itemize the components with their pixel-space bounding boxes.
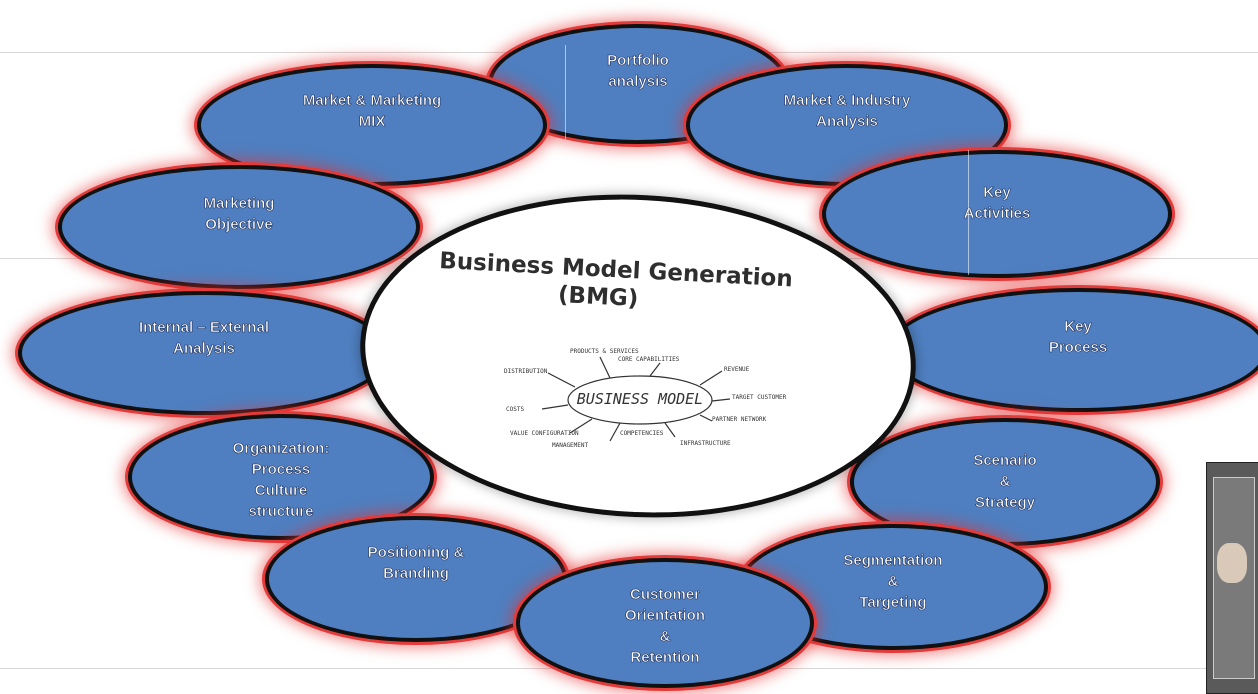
sketch-word: TARGET CUSTOMER <box>732 394 787 401</box>
node-key-activities[interactable]: Key Activities <box>822 150 1172 278</box>
sketch-word: COSTS <box>506 406 524 413</box>
sketch-word: INFRASTRUCTURE <box>680 440 731 447</box>
sketch-word: COMPETENCIES <box>620 430 664 437</box>
node-market-industry-analysis-label: Market & Industry Analysis <box>783 92 911 131</box>
sketch-core-text: BUSINESS MODEL <box>577 390 703 408</box>
corner-thumbnail-figure <box>1217 543 1247 583</box>
sketch-word: MANAGEMENT <box>552 442 589 449</box>
node-key-process[interactable]: Key Process <box>888 288 1258 412</box>
sketch-word: VALUE CONFIGURATION <box>510 430 579 437</box>
node-customer-orientation[interactable]: Customer Orientation & Retention <box>516 558 814 688</box>
node-scenario-strategy-label: Scenario & Strategy <box>973 452 1037 512</box>
node-organization-label: Organization: Process Culture structure <box>232 440 330 521</box>
sketch-word: CORE CAPABILITIES <box>618 356 680 363</box>
node-market-marketing-mix-label: Market & Marketing MIX <box>302 92 442 131</box>
sketch-core-ellipse <box>567 375 713 425</box>
corner-thumbnail <box>1206 462 1258 694</box>
node-key-activities-label: Key Activities <box>963 184 1031 223</box>
sketch-word: PARTNER NETWORK <box>712 416 767 423</box>
sketch-connector <box>664 422 676 438</box>
sketch-connector <box>711 398 731 402</box>
node-internal-external-analysis-label: Internal – External Analysis <box>138 319 270 358</box>
node-marketing-objective[interactable]: Marketing Objective <box>58 165 420 289</box>
guide-line-vertical-left <box>565 45 566 140</box>
sketch-word: REVENUE <box>724 366 750 373</box>
node-positioning-branding-label: Positioning & Branding <box>367 544 465 583</box>
sketch-connector <box>569 418 593 434</box>
sketch-word: PRODUCTS & SERVICES <box>570 348 639 355</box>
center-subtitle: (BMG) <box>557 281 639 313</box>
sketch-connector <box>649 362 661 377</box>
sketch-connector <box>609 422 621 442</box>
node-marketing-objective-label: Marketing Objective <box>203 195 275 234</box>
sketch-connector <box>547 372 576 388</box>
node-key-process-label: Key Process <box>1048 318 1108 357</box>
node-portfolio-analysis-label: Portfolio analysis <box>607 52 669 91</box>
sketch-connector <box>699 370 723 386</box>
node-segmentation-targeting-label: Segmentation & Targeting <box>843 552 943 612</box>
sketch-connector <box>599 356 611 379</box>
node-customer-orientation-label: Customer Orientation & Retention <box>624 586 706 667</box>
sketch-connector <box>699 414 713 422</box>
node-internal-external-analysis[interactable]: Internal – External Analysis <box>18 291 390 415</box>
sketch-connector <box>541 404 569 410</box>
business-model-sketch: BUSINESS MODEL PRODUCTS & SERVICES CORE … <box>504 348 787 449</box>
guide-line-vertical-right <box>968 150 969 275</box>
sketch-word: DISTRIBUTION <box>504 368 548 375</box>
